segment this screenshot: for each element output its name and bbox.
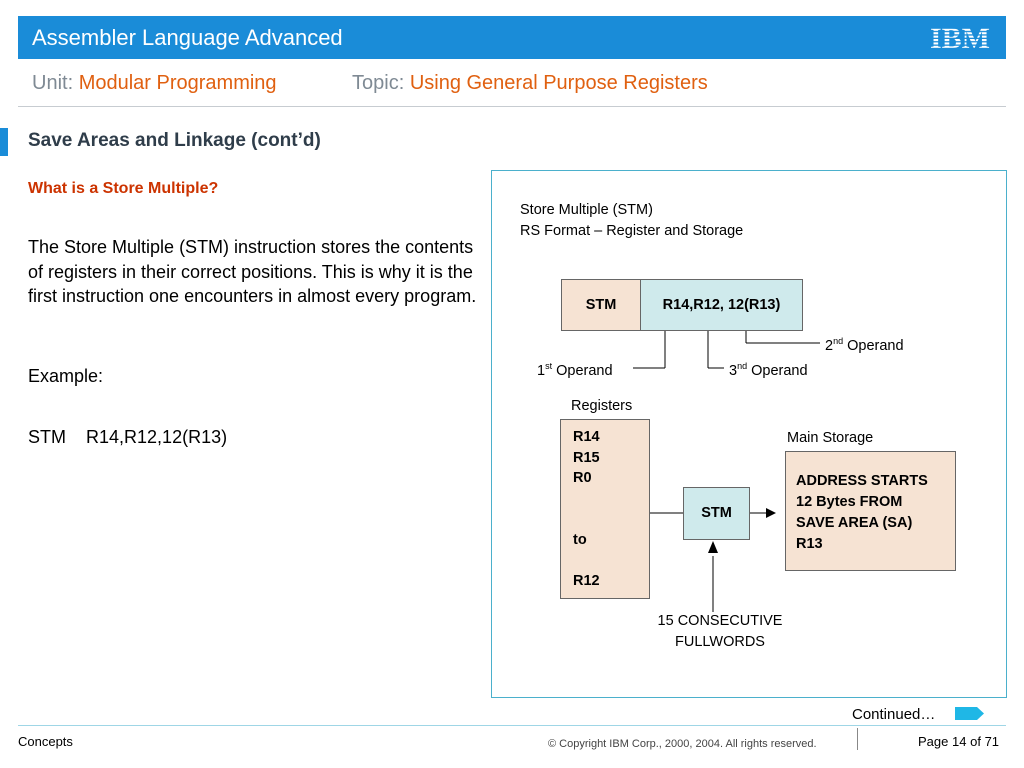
- topic-label: Topic:: [352, 72, 405, 94]
- topic-value: Using General Purpose Registers: [409, 72, 708, 94]
- operand-2-label: 2nd Operand: [825, 336, 904, 354]
- register-r14: R14: [573, 429, 600, 445]
- example-op: STM: [28, 427, 66, 447]
- topic-line: Topic: Using General Purpose Registers: [352, 72, 708, 95]
- storage-line-2: 12 Bytes FROM: [796, 494, 903, 510]
- storage-line-4: R13: [796, 536, 823, 552]
- copyright-text: © Copyright IBM Corp., 2000, 2004. All r…: [548, 738, 817, 750]
- storage-line-1: ADDRESS STARTS: [796, 473, 928, 489]
- storage-line-3: SAVE AREA (SA): [796, 515, 913, 531]
- register-r0: R0: [573, 470, 592, 486]
- register-to: to: [573, 532, 587, 548]
- continued-link[interactable]: Continued…: [852, 706, 936, 723]
- page-indicator: Page 14 of 71: [918, 734, 1000, 749]
- operand-3-label: 3nd Operand: [729, 361, 808, 379]
- header-divider: [18, 106, 1006, 107]
- page-total: 71: [984, 734, 1000, 749]
- footer-concepts: Concepts: [18, 734, 73, 749]
- operand-1-label: 1st Operand: [537, 361, 613, 379]
- next-arrow-icon[interactable]: [955, 705, 985, 722]
- footer-vertical-divider: [857, 728, 858, 750]
- registers-label: Registers: [571, 398, 633, 414]
- unit-value: Modular Programming: [78, 72, 277, 94]
- svg-text:IBM: IBM: [930, 22, 990, 52]
- example-label: Example:: [28, 366, 104, 386]
- example-code: STM R14,R12,12(R13): [28, 427, 227, 448]
- example-operands: R14,R12,12(R13): [86, 427, 228, 447]
- main-storage-label: Main Storage: [787, 430, 874, 446]
- main-storage-box: ADDRESS STARTS 12 Bytes FROM SAVE AREA (…: [785, 451, 956, 571]
- consecutive-label-1: 15 CONSECUTIVE: [657, 613, 783, 629]
- arrow-up-icon: [708, 541, 718, 553]
- section-title: Save Areas and Linkage (cont’d): [28, 130, 321, 151]
- page-current: 14: [952, 734, 967, 749]
- section-accent: [0, 128, 8, 156]
- format-operands-box: R14,R12, 12(R13): [640, 279, 803, 331]
- register-r15: R15: [573, 450, 600, 466]
- footer-divider: [18, 725, 1006, 726]
- stm-box: STM: [683, 487, 750, 540]
- unit-line: Unit: Modular Programming: [32, 72, 277, 95]
- registers-box: R14 R15 R0 to R12: [560, 419, 650, 599]
- course-title: Assembler Language Advanced: [32, 25, 343, 50]
- unit-label: Unit:: [32, 72, 74, 94]
- question-heading: What is a Store Multiple?: [28, 180, 219, 197]
- register-r12: R12: [573, 573, 600, 589]
- consecutive-label-2: FULLWORDS: [675, 634, 765, 650]
- diagram-caption-1: Store Multiple (STM): [520, 202, 653, 218]
- explanation-paragraph: The Store Multiple (STM) instruction sto…: [28, 237, 477, 306]
- ibm-logo: IBM: [930, 22, 990, 52]
- arrow-right-icon: [766, 508, 776, 518]
- title-bar: Assembler Language Advanced IBM: [18, 16, 1006, 59]
- diagram-caption-2: RS Format – Register and Storage: [520, 223, 744, 239]
- diagram-panel: [491, 170, 1007, 698]
